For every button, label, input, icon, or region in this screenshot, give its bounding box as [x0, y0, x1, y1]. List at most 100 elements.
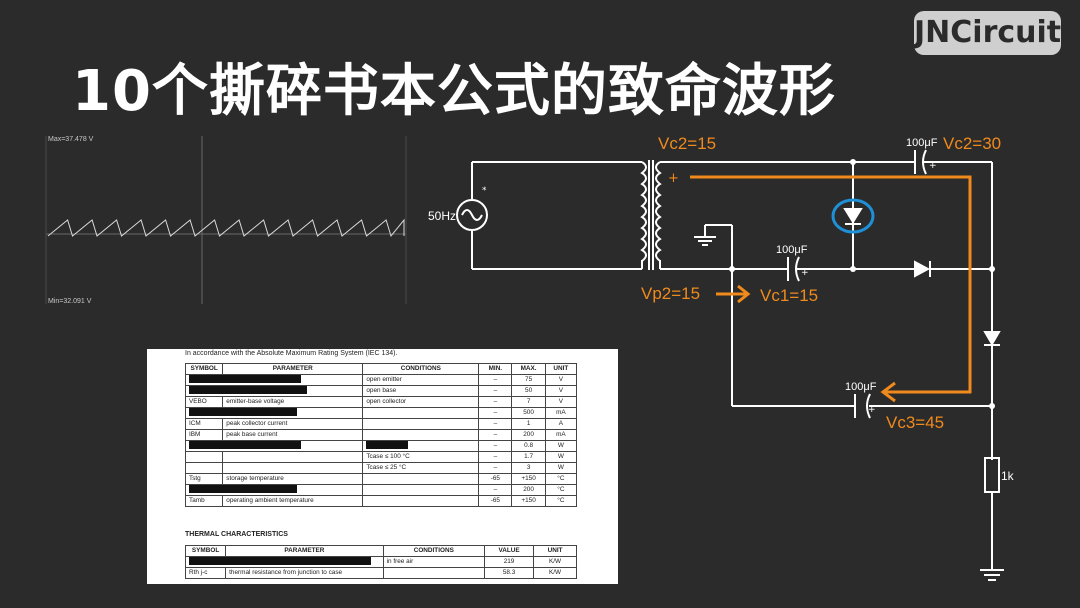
cell-unit: W — [544, 451, 578, 463]
col-value: VALUE — [483, 545, 535, 557]
cell-symbol: IBM — [184, 429, 224, 441]
cap-top-label: 100μF — [906, 137, 938, 149]
cell-conditions: in free air — [382, 556, 485, 568]
table-row: –200°C — [184, 484, 578, 496]
cell-symbol: Tamb — [184, 495, 224, 507]
cell-conditions — [362, 484, 480, 496]
cell-unit: V — [544, 396, 578, 408]
redaction-bar — [189, 557, 371, 566]
cell-conditions — [362, 495, 480, 507]
oscilloscope-plot — [45, 136, 407, 304]
cell-conditions: open base — [362, 385, 480, 397]
orange-plus: + — [668, 171, 679, 186]
cell-parameter — [222, 462, 364, 474]
cell-parameter — [222, 451, 364, 463]
sawtooth-waveform — [47, 218, 405, 238]
cell-unit: V — [544, 385, 578, 397]
cell-unit: K/W — [533, 567, 577, 579]
brand-logo: JNCircuit — [914, 11, 1061, 55]
cell-min: – — [478, 462, 513, 474]
col-symbol: SYMBOL — [184, 545, 227, 557]
cell-parameter: emitter-base voltage — [222, 396, 364, 408]
col-symbol: SYMBOL — [184, 363, 224, 375]
scope-min-label: Min=32.091 V — [48, 298, 92, 305]
cell-symbol: ICM — [184, 418, 224, 430]
cell-unit: mA — [544, 407, 578, 419]
col-max: MAX. — [511, 363, 546, 375]
cell-min: -65 — [478, 495, 513, 507]
redacted-cell — [185, 556, 384, 568]
cell-min: – — [478, 396, 513, 408]
cell-conditions — [362, 429, 480, 441]
cap-mid-plus: + — [801, 268, 809, 278]
cell-max: 500 — [511, 407, 546, 419]
cell-min: – — [478, 385, 513, 397]
cell-max: 200 — [511, 429, 546, 441]
redaction-bar — [366, 441, 409, 450]
cell-value: 219 — [483, 556, 535, 568]
cap-bottom-plus: + — [868, 405, 876, 415]
cell-max: 3 — [511, 462, 546, 474]
cell-unit: A — [544, 418, 578, 430]
cell-value: 58.3 — [483, 567, 535, 579]
cell-max: 7 — [511, 396, 546, 408]
cell-conditions — [382, 567, 485, 579]
col-conditions: CONDITIONS — [382, 545, 485, 557]
redacted-cell — [184, 407, 364, 419]
cell-min: – — [478, 440, 513, 452]
cell-min: – — [478, 429, 513, 441]
cell-symbol — [184, 462, 224, 474]
datasheet-excerpt: In accordance with the Absolute Maximum … — [147, 349, 618, 584]
cell-max: 1 — [511, 418, 546, 430]
cell-max: 200 — [511, 484, 546, 496]
col-min: MIN. — [478, 363, 513, 375]
cell-min: – — [478, 484, 513, 496]
cell-unit: °C — [544, 473, 578, 485]
source-star: * — [482, 186, 487, 196]
cell-max: +150 — [511, 473, 546, 485]
cell-unit: V — [544, 374, 578, 386]
redacted-cell — [184, 484, 364, 496]
vp2-label: Vp2=15 — [641, 284, 701, 303]
cap-top-plus: + — [929, 161, 937, 171]
col-parameter: PARAMETER — [225, 545, 384, 557]
cell-conditions: Tcase ≤ 100 °C — [362, 451, 480, 463]
cell-min: – — [478, 407, 513, 419]
redaction-bar — [189, 485, 297, 494]
cell-symbol: Rth j-c — [184, 567, 227, 579]
redaction-bar — [189, 386, 307, 395]
cap-mid-label: 100μF — [776, 244, 808, 256]
cell-min: – — [478, 374, 513, 386]
cell-max: 75 — [511, 374, 546, 386]
cell-parameter: peak base current — [222, 429, 364, 441]
redacted-cell — [184, 440, 364, 452]
redacted-cell — [362, 440, 480, 452]
col-unit: UNIT — [533, 545, 577, 557]
cell-parameter: thermal resistance from junction to case — [225, 567, 384, 579]
cell-conditions — [362, 473, 480, 485]
scope-max-label: Max=37.478 V — [48, 136, 94, 143]
cap-bottom-label: 100μF — [845, 381, 877, 393]
cell-min: – — [478, 418, 513, 430]
cell-unit: °C — [544, 484, 578, 496]
cell-symbol: Tstg — [184, 473, 224, 485]
cell-unit: °C — [544, 495, 578, 507]
vc3-label: Vc3=45 — [886, 413, 945, 432]
cell-min: – — [478, 451, 513, 463]
vc1-label: Vc1=15 — [760, 286, 819, 305]
thermal-title: THERMAL CHARACTERISTICS — [185, 531, 288, 538]
cell-parameter: peak collector current — [222, 418, 364, 430]
redacted-cell — [184, 374, 364, 386]
diode-highlight — [831, 198, 875, 234]
